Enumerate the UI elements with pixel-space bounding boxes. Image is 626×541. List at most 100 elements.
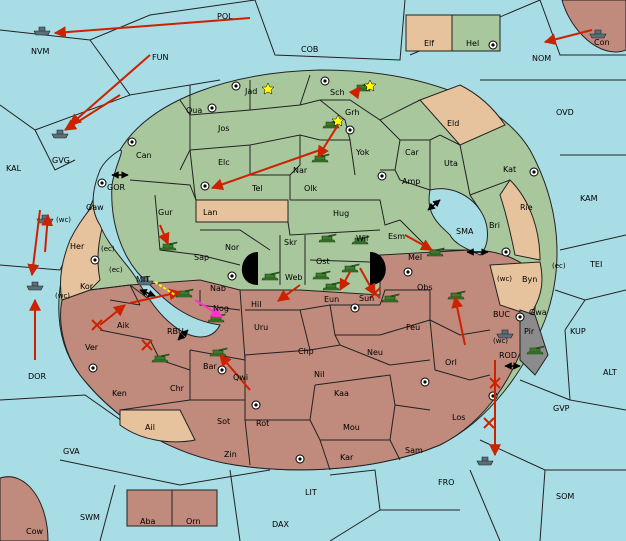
coast-marker: (ec) <box>101 245 115 253</box>
label-kup: KUP <box>570 327 586 336</box>
grey-labels: Pir <box>524 327 535 336</box>
label-cow: Cow <box>26 527 43 536</box>
label-byn: Byn <box>522 275 537 284</box>
label-uta: Uta <box>444 159 458 168</box>
label-eld: Eld <box>447 119 459 128</box>
label-jos: Jos <box>217 124 229 133</box>
label-dax: DAX <box>272 520 289 529</box>
label-ver: Ver <box>85 343 99 352</box>
province-rie[interactable] <box>499 179 541 261</box>
coast-marker: (ec) <box>552 262 566 270</box>
supply-center-icon <box>377 171 387 181</box>
coast-labels: (wc) (ec) (ec) (wc) (wc) (ec) (wc) <box>55 216 566 345</box>
province-aba[interactable] <box>126 489 173 527</box>
label-los: Los <box>452 413 465 422</box>
label-lan: Lan <box>203 208 217 217</box>
supply-center-icon <box>217 365 227 375</box>
supply-center-icon <box>529 167 539 177</box>
label-kal: KAL <box>6 164 22 173</box>
label-eun: Eun <box>324 295 339 304</box>
label-som: SOM <box>556 492 574 501</box>
rose-labels: Obs Sun Eun Hil Nog Uru Feu Ver Aik Chp … <box>85 283 465 526</box>
province-lan[interactable] <box>195 199 289 223</box>
label-elc: Elc <box>218 158 230 167</box>
support-line <box>154 281 176 296</box>
province-elf[interactable] <box>405 14 453 52</box>
label-ost: Ost <box>316 257 330 266</box>
label-yok: Yok <box>355 148 370 157</box>
tan-labels: Elf Eld Lan Rie Her Kor Byn Gwa Ail <box>70 39 547 432</box>
canal-marker-east <box>370 252 386 285</box>
label-bri: Bri <box>489 221 500 230</box>
label-esm: Esm <box>388 232 405 241</box>
supply-center-icon <box>515 312 525 322</box>
inner-lake-west[interactable] <box>92 149 221 338</box>
supply-center-icon <box>403 267 413 277</box>
label-feu: Feu <box>406 323 420 332</box>
label-gur: Gur <box>158 208 173 217</box>
coast-marker: (wc) <box>497 275 512 283</box>
label-her: Her <box>70 242 85 251</box>
green-labels: Jad Sch Qua Jos Grh Can Elc Nar Yok Car … <box>86 39 516 293</box>
label-can: Can <box>136 151 152 160</box>
label-cob: COB <box>301 45 318 54</box>
label-obs: Obs <box>417 283 433 292</box>
strait-labels: GOR MIT RBU SMA BUC ROD <box>107 183 517 360</box>
label-nar: Nar <box>293 166 308 175</box>
supply-center-icon <box>207 103 217 113</box>
label-orl: Orl <box>445 358 457 367</box>
supply-center-icon <box>97 178 107 188</box>
label-gwa: Gwa <box>529 308 547 317</box>
coast-marker: (wc) <box>55 292 70 300</box>
label-qua: Qua <box>186 106 202 115</box>
label-sap: Sap <box>194 253 209 262</box>
supply-center-icon <box>420 377 430 387</box>
province-eld[interactable] <box>419 84 506 146</box>
label-kaa: Kaa <box>334 389 349 398</box>
label-mel: Mel <box>408 253 422 262</box>
supply-center-icon <box>227 271 237 281</box>
supply-center-icon <box>345 125 355 135</box>
canal-marker-west <box>241 252 258 285</box>
label-kam: KAM <box>580 194 598 203</box>
label-hel: Hel <box>466 39 479 48</box>
label-sam: Sam <box>405 446 423 455</box>
label-rot: Rot <box>256 419 269 428</box>
label-gaw: Gaw <box>86 203 104 212</box>
label-nab: Nab <box>210 284 226 293</box>
coast-marker: (wc) <box>493 337 508 345</box>
order-arrows <box>27 17 593 457</box>
label-lit: LIT <box>305 488 317 497</box>
province-ail[interactable] <box>119 409 196 443</box>
label-nog: Nog <box>213 304 229 313</box>
label-rbu: RBU <box>167 327 184 336</box>
label-nor: Nor <box>225 243 240 252</box>
supply-center-icon <box>320 76 330 86</box>
label-skr: Skr <box>284 238 298 247</box>
province-pir[interactable] <box>519 309 549 376</box>
supply-center-icon <box>501 247 511 257</box>
label-sot: Sot <box>217 417 230 426</box>
label-zin: Zin <box>224 450 237 459</box>
label-nom: NOM <box>532 54 551 63</box>
label-rod: ROD <box>499 351 517 360</box>
label-con: Con <box>594 38 610 47</box>
label-elf: Elf <box>424 39 434 48</box>
label-kar: Kar <box>340 453 354 462</box>
label-kat: Kat <box>503 165 516 174</box>
label-nil: Nil <box>314 370 324 379</box>
label-aba: Aba <box>140 517 156 526</box>
province-orn[interactable] <box>171 489 218 527</box>
star-markers <box>261 79 377 127</box>
label-tel: Tel <box>251 184 263 193</box>
label-neu: Neu <box>367 348 383 357</box>
label-fro: FRO <box>438 478 454 487</box>
label-swm: SWM <box>80 513 100 522</box>
label-sun: Sun <box>359 294 374 303</box>
label-olk: Olk <box>304 184 318 193</box>
label-sch: Sch <box>330 88 345 97</box>
label-chp: Chp <box>298 347 314 356</box>
label-gvp: GVP <box>553 404 570 413</box>
province-borders <box>89 74 511 471</box>
